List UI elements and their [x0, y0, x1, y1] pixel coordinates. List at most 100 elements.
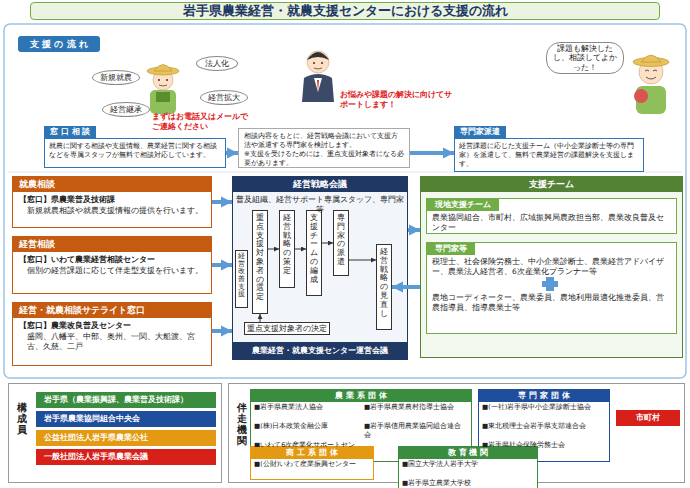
- step-box: 重点支援対象者の選定: [252, 210, 268, 314]
- consult-box: 経営・就農相談サテライト窓口【窓口】農業改良普及センター盛岡、八幡平、中部、奥州…: [12, 302, 212, 366]
- node-text: ■岩手県信用農業協同組合連合会: [361, 421, 471, 439]
- node-heading: 公益社団法人岩手県農業公社: [36, 430, 216, 446]
- connector-arrow: [392, 285, 420, 289]
- node-heading: 岩手県農業協同組合中央会: [36, 411, 216, 427]
- partner-frame: 伴走機関農 業 系 団 体■岩手県農業法人協会■岩手県農業農村指導士協会■(株)…: [228, 383, 685, 483]
- staff-figure: [302, 51, 334, 102]
- node-heading: 新規就農: [100, 73, 132, 83]
- node-text: 新規就農相談や就農支援情報の提供を行います。: [13, 205, 211, 219]
- node-heading: 専門家等: [427, 243, 475, 255]
- team-box: 現地支援チーム農業協同組合、市町村、広域振興局農政担当部、農業改良普及センター: [426, 198, 677, 234]
- node-text: 盛岡、八幡平、中部、奥州、一関、大船渡、宮古、久慈、二戸: [13, 331, 211, 355]
- info-box: 相談内容をもとに、経営戦略会議において支援方法や派遣する専門家を検討します。※支…: [238, 128, 410, 168]
- node-heading: 現地支援チーム: [427, 199, 499, 211]
- node-heading: 専門家の派遣: [337, 214, 345, 267]
- note-text: お悩みや課題の解決に向けてサポートします！: [340, 90, 452, 110]
- meeting-panel: 経営戦略会議普及組織、経営サポート専属スタッフ、専門家等経営改善支援重点支援対象…: [232, 176, 408, 360]
- node-text: ■(公財)いわて産業振興センター: [251, 459, 373, 469]
- node-heading: 経営拡大: [208, 93, 240, 103]
- node-text: ■(一社)岩手県中小企業診断士協会: [479, 402, 609, 412]
- node-text: 個別の経営課題に応じて伴走型支援を行います。: [13, 265, 211, 279]
- node-heading: 経営改善支援: [238, 253, 245, 299]
- meeting-band: 農業経営・就農支援センター運営会議: [232, 342, 408, 360]
- node-text: ■国立大学法人岩手大学: [399, 459, 537, 469]
- info-box: 専門家派遣経営課題に応じた支援チーム（中小企業診断士等の専門家）を派遣して、無料…: [454, 138, 644, 172]
- node-heading: 一般社団法人岩手県農業会議: [36, 449, 216, 465]
- node-heading: 経営相談: [13, 237, 211, 252]
- speech-bubble: 新規就農: [92, 70, 140, 85]
- node-heading: 法人化: [205, 59, 229, 69]
- connector-arrow: [268, 249, 279, 250]
- node-heading: 経営戦略会議: [233, 177, 407, 192]
- step-box: 専門家の派遣: [333, 210, 349, 276]
- speech-bubble: 経営継承: [102, 102, 150, 117]
- note-text: まずはお電話又はメールでご連絡ください: [152, 112, 252, 132]
- group-box: 商 工 系 団 体■(公財)いわて産業振興センター: [250, 446, 374, 480]
- node-text: ■岩手県農業農村指導士協会: [361, 402, 471, 412]
- node-text: 農地コーディネーター、農業委員、農地利用最適化推進委員、営農指導員、指導農業士等: [427, 291, 676, 313]
- member-bar: 岩手県農業協同組合中央会: [36, 411, 216, 427]
- farmer-figure: [147, 65, 179, 115]
- group-box: 市町村: [616, 410, 680, 426]
- node-text: ■岩手県立農業大学校: [399, 478, 537, 488]
- node-heading: 就農相談: [13, 177, 211, 192]
- title-bar: 岩手県農業経営・就農支援センターにおける支援の流れ: [30, 2, 660, 20]
- plus-icon: [542, 277, 558, 291]
- step-box: 支援チームの編成: [306, 210, 322, 296]
- speech-bubble: 課題も解決したし、相談してよかった！: [546, 42, 624, 74]
- info-box: 窓 口 相 談就農に関する相談や支援情報、農業経営に関する相談などを専属スタッフ…: [44, 138, 226, 168]
- connector-arrow: [408, 228, 420, 232]
- node-heading: 専 門 家 団 体: [479, 390, 609, 402]
- node-heading: 経営継承: [110, 105, 142, 115]
- team-panel: 支援チーム現地支援チーム農業協同組合、市町村、広域振興局農政担当部、農業改良普及…: [420, 176, 683, 358]
- connector-arrow: [322, 243, 333, 244]
- team-box: 専門家等税理士、社会保険労務士、中小企業診断士、農業経営アドバイザー、農業法人経…: [426, 242, 677, 334]
- node-heading: 教 育 機 関: [399, 447, 537, 459]
- title-text: 岩手県農業経営・就農支援センターにおける支援の流れ: [31, 3, 659, 18]
- node-heading: 伴走機関: [237, 402, 247, 446]
- step-box: 経営戦略の策定: [279, 210, 295, 288]
- step-box: 重点支援対象者の決定: [244, 322, 330, 335]
- step-box: 経営戦略の見直し: [376, 244, 392, 330]
- node-heading: 農業経営・就農支援センター運営会議: [232, 342, 408, 360]
- member-bar: 公益社団法人岩手県農業公社: [36, 430, 216, 446]
- connector-arrow: [410, 151, 454, 155]
- node-text: ■東北税理士会岩手県支部連合会: [479, 421, 609, 431]
- main-frame: [4, 24, 686, 378]
- node-heading: 経営戦略の策定: [283, 214, 291, 276]
- step-box: 経営改善支援: [235, 250, 248, 308]
- connector-arrow: [212, 200, 232, 204]
- connector-arrow: [260, 314, 261, 322]
- member-bar: 一般社団法人岩手県農業会議: [36, 449, 216, 465]
- node-heading: 支 援 の 流 れ: [18, 36, 100, 52]
- node-heading: 窓 口 相 談: [44, 126, 96, 138]
- node-text: 【窓口】県農業普及技術課: [13, 192, 211, 205]
- connector-arrow: [212, 263, 232, 267]
- group-box: 教 育 機 関■国立大学法人岩手大学 ■岩手県立農業大学校: [398, 446, 538, 488]
- node-text: 経営課題に応じた支援チーム（中小企業診断士等の専門家）を派遣して、無料で農業経営…: [459, 142, 639, 169]
- node-heading: 岩手県（農業振興課、農業普及技術課）: [36, 392, 216, 408]
- node-heading: 相談内容をもとに、経営戦略会議において支援方法や派遣する専門家を検討します。: [244, 132, 404, 150]
- speech-bubble: 経営拡大: [200, 90, 248, 105]
- node-heading: 農 業 系 団 体: [251, 390, 471, 402]
- plus-icon: [427, 277, 678, 291]
- node-heading: 商 工 系 団 体: [251, 447, 373, 459]
- node-heading: 経営戦略の見直し: [380, 248, 388, 318]
- node-heading: 市町村: [616, 410, 680, 426]
- node-text: 【窓口】農業改良普及センター: [13, 318, 211, 331]
- speech-bubble: 法人化: [196, 56, 238, 71]
- node-heading: 重点支援対象者の決定: [245, 323, 329, 334]
- node-heading: 重点支援対象者の選定: [256, 214, 264, 302]
- connector-arrow: [226, 151, 238, 155]
- node-heading: 構成員: [17, 402, 27, 435]
- section-tag: 支 援 の 流 れ: [18, 36, 100, 52]
- node-text: ■岩手県農業法人協会: [251, 402, 361, 412]
- node-heading: 専門家派遣: [454, 126, 506, 138]
- consult-box: 経営相談【窓口】いわて農業経営相談センター個別の経営課題に応じて伴走型支援を行い…: [12, 236, 212, 294]
- member-bar: 岩手県（農業振興課、農業普及技術課）: [36, 392, 216, 408]
- connector-arrow: [349, 260, 376, 261]
- node-heading: 支援チーム: [421, 177, 682, 192]
- node-heading: 経営・就農相談サテライト窓口: [13, 303, 211, 318]
- node-heading: 課題も解決したし、相談してよかった！: [553, 44, 617, 72]
